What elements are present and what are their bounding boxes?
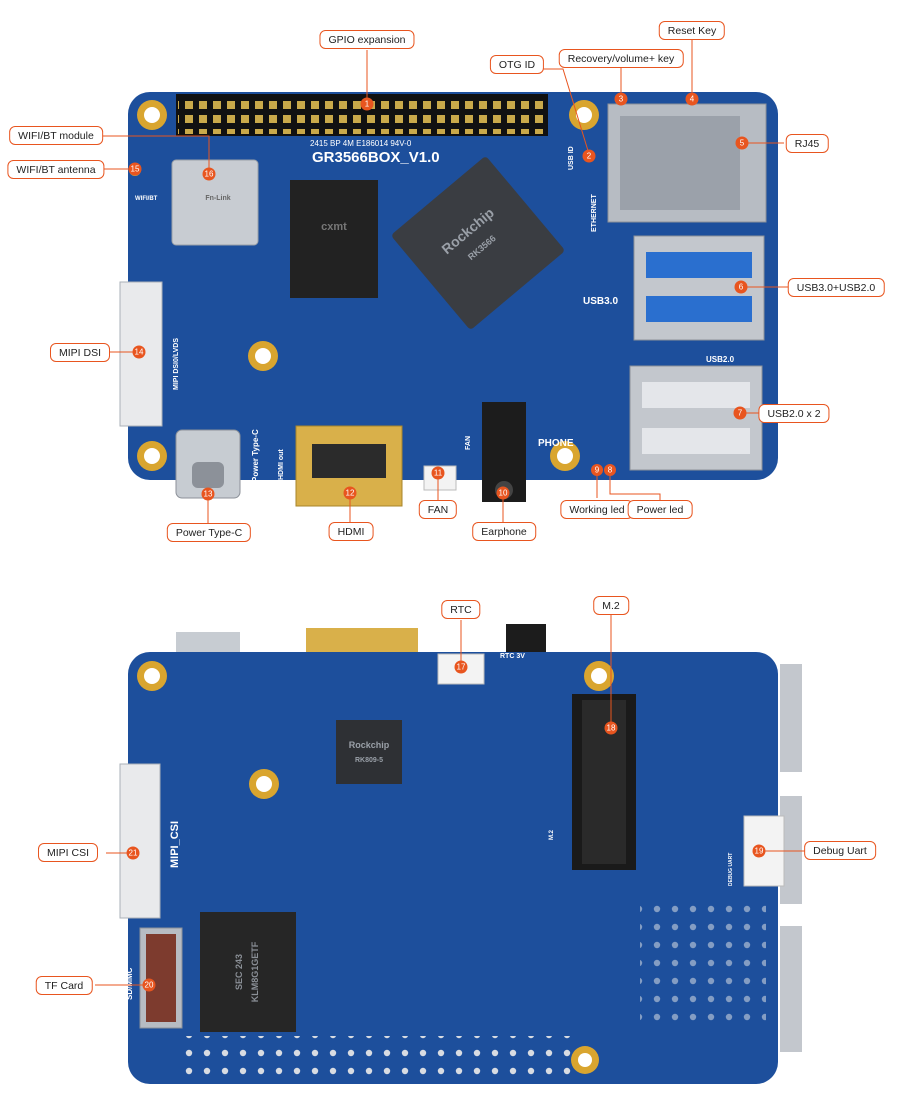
marker-16: [202, 167, 216, 181]
silk-phone: PHONE: [538, 438, 574, 449]
svg-text:11: 11: [434, 469, 443, 478]
wifi-module: [171, 159, 259, 246]
marker-4: [685, 92, 699, 106]
svg-text:1: 1: [365, 100, 370, 109]
number-markers: 1 2 3 4 5 6 7 8 9 10 11 12 13 14 15 16 1…: [126, 92, 766, 992]
label-power-led: Power led: [627, 500, 693, 519]
emmc-model-text: KLM8G1GETF: [250, 941, 260, 1002]
label-recovery-key: Recovery/volume+ key: [558, 49, 684, 68]
svg-text:4: 4: [690, 95, 695, 104]
marker-10: [496, 486, 510, 500]
marker-3: [614, 92, 628, 106]
svg-text:13: 13: [204, 490, 213, 499]
marker-1: [360, 97, 374, 111]
silk-rtc: RTC 3V: [500, 653, 525, 660]
svg-text:20: 20: [145, 981, 154, 990]
label-hdmi: HDMI: [328, 522, 374, 541]
ram-chip: [290, 180, 378, 298]
label-working-led: Working led: [560, 500, 634, 519]
svg-text:10: 10: [499, 489, 508, 498]
marker-17: [454, 660, 468, 674]
marker-8: [604, 464, 616, 476]
label-gpio-expansion: GPIO expansion: [319, 30, 415, 49]
emmc-brand-text: SEC 243: [234, 954, 244, 990]
label-otg-id: OTG ID: [489, 55, 545, 74]
silk-wifi-bt: WIFI/BT: [135, 196, 158, 202]
label-wifi-bt-module: WIFI/BT module: [9, 126, 103, 145]
marker-18: [604, 721, 618, 735]
label-mipi-csi: MIPI CSI: [37, 843, 99, 862]
svg-text:2: 2: [587, 152, 592, 161]
label-rj45: RJ45: [785, 134, 829, 153]
marker-21: [126, 846, 140, 860]
label-debug-uart: Debug Uart: [804, 841, 876, 860]
silk-m2: M.2: [549, 829, 555, 840]
silk-usb3: USB3.0: [583, 296, 618, 307]
marker-20: [142, 978, 156, 992]
board-top: Fn-Link WIFI/BT cxmt Rockchip RK3566 GR3…: [119, 92, 778, 507]
label-tf-card: TF Card: [35, 976, 93, 995]
label-rtc: RTC: [441, 600, 481, 619]
svg-text:8: 8: [608, 466, 613, 475]
svg-text:5: 5: [740, 139, 745, 148]
silk-sd-mmc: SD/MMC: [125, 967, 134, 1000]
label-mipi-dsi: MIPI DSI: [49, 343, 111, 362]
marker-14: [132, 345, 146, 359]
svg-text:21: 21: [129, 849, 138, 858]
wifi-chip-text: Fn-Link: [205, 195, 230, 202]
marker-12: [343, 486, 357, 500]
svg-text:9: 9: [595, 466, 600, 475]
silk-board-name: GR3566BOX_V1.0: [312, 149, 440, 166]
label-power-typec: Power Type-C: [166, 523, 252, 542]
svg-text:15: 15: [131, 165, 140, 174]
svg-text:6: 6: [739, 283, 744, 292]
label-fan: FAN: [418, 500, 458, 519]
marker-7: [733, 406, 747, 420]
svg-text:17: 17: [457, 663, 466, 672]
marker-19: [752, 844, 766, 858]
soc-chip: [392, 157, 564, 329]
pmic-model-text: RK809-5: [355, 757, 383, 764]
marker-11: [431, 466, 445, 480]
label-m2: M.2: [593, 596, 629, 615]
silk-mipi-dsi: MIPI DSI0/LVDS: [173, 338, 180, 390]
marker-13: [201, 487, 215, 501]
silk-ethernet: ETHERNET: [591, 194, 598, 232]
ram-brand-text: cxmt: [321, 221, 347, 233]
pmic-chip: [336, 720, 402, 784]
gpio-pads: [178, 1036, 574, 1076]
mipi-csi-connector: [119, 763, 161, 919]
silk-mipi-csi: MIPI_CSI: [169, 821, 181, 868]
label-reset-key: Reset Key: [658, 21, 726, 40]
silk-usb2: USB2.0: [706, 355, 735, 364]
svg-text:7: 7: [738, 409, 743, 418]
marker-6: [734, 280, 748, 294]
svg-text:19: 19: [755, 847, 764, 856]
label-earphone: Earphone: [472, 522, 536, 541]
marker-5: [735, 136, 749, 150]
label-usb2-x2: USB2.0 x 2: [758, 404, 830, 423]
marker-9: [591, 464, 603, 476]
silk-hdmi-out: HDMI out: [278, 449, 285, 480]
svg-text:14: 14: [135, 348, 144, 357]
pmic-brand-text: Rockchip: [349, 740, 390, 750]
silk-fan: FAN: [465, 436, 472, 450]
silk-debug-uart: DEBUG UART: [728, 853, 734, 886]
svg-text:3: 3: [619, 95, 624, 104]
marker-2: [582, 149, 596, 163]
emmc-chip: [200, 912, 296, 1032]
silk-board-code: 2415 BP 4M E186014 94V-0: [310, 139, 412, 148]
label-usb3-usb2: USB3.0+USB2.0: [787, 278, 885, 297]
silk-power-typec: Power Type-C: [251, 429, 260, 482]
svg-text:12: 12: [346, 489, 355, 498]
silk-usb-id: USB ID: [568, 146, 575, 170]
label-wifi-bt-antenna: WIFI/BT antenna: [7, 160, 105, 179]
marker-15: [128, 162, 142, 176]
svg-text:18: 18: [607, 724, 616, 733]
svg-text:16: 16: [205, 170, 214, 179]
board-bottom: RTC 3V Rockchip RK809-5 M.2 MIPI_CSI SEC…: [119, 624, 802, 1084]
